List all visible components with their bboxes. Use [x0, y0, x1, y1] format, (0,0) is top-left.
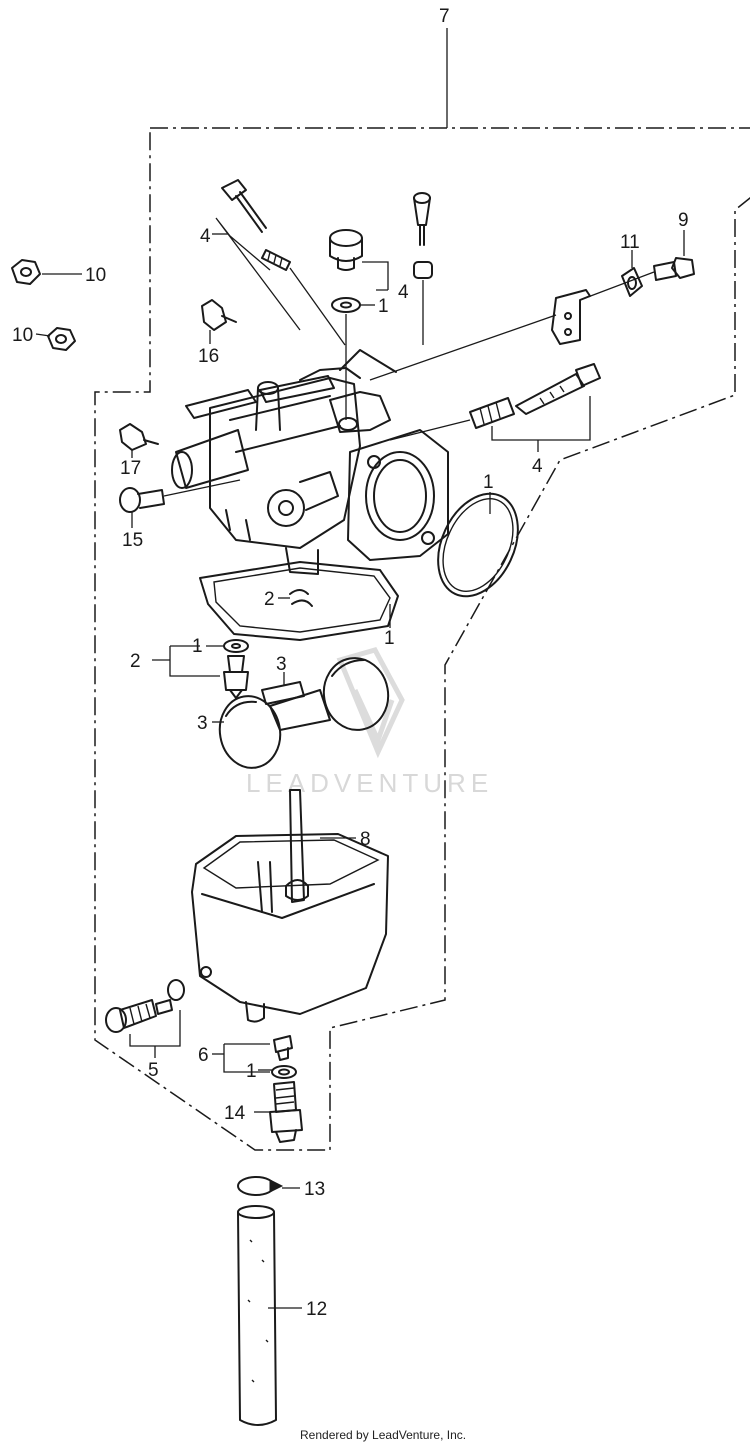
part-15-screw: [119, 487, 165, 513]
cap-washer: [331, 297, 361, 313]
bracket-4-spring: [491, 396, 591, 441]
callout-4-jet: 4: [200, 226, 211, 247]
callout-7: 7: [439, 6, 450, 27]
drain-screw: [105, 979, 185, 1033]
callout-4-cap: 4: [398, 282, 409, 303]
nut-10-upper: [11, 259, 41, 285]
hose-clamp: [237, 1176, 284, 1196]
mixture-screw: [469, 363, 601, 429]
float-valve-seat: [223, 655, 249, 699]
callout-10-lower: 10: [12, 325, 33, 346]
callout-5: 5: [148, 1060, 159, 1081]
bracket-6: [223, 1043, 270, 1073]
callout-6: 6: [198, 1045, 209, 1066]
float-assembly: [218, 657, 390, 769]
callout-12: 12: [306, 1299, 327, 1320]
bolt-9: [653, 257, 695, 281]
float-chamber: [191, 789, 389, 1023]
callout-9: 9: [678, 210, 689, 231]
float-valve-washer: [223, 639, 249, 653]
leader-10-lower: [35, 333, 51, 337]
bracket-4-jet: [215, 217, 301, 331]
choke-bracket: [551, 289, 591, 345]
main-jet-washer: [271, 1065, 297, 1079]
float-clip: [289, 589, 313, 607]
lock-washer-11: [621, 267, 643, 297]
carburetor-body: [171, 349, 449, 575]
callout-4-spring: 4: [532, 456, 543, 477]
callout-3-pin: 3: [276, 654, 287, 675]
leader-jet-to-body: [289, 267, 346, 346]
callout-14: 14: [224, 1103, 246, 1124]
leader-spring-to-body: [389, 419, 471, 441]
leadventure-watermark: LEADVENTURE: [246, 647, 493, 798]
callout-17: 17: [120, 458, 141, 479]
float-chamber-gasket: [199, 561, 399, 641]
callout-13: 13: [304, 1179, 325, 1200]
rendered-by-credit: Rendered by LeadVenture, Inc.: [300, 1428, 467, 1442]
flange-oring: [437, 492, 519, 598]
main-jet: [273, 1035, 293, 1061]
callout-1-oring: 1: [483, 472, 494, 493]
bracket-2-valve: [169, 645, 220, 677]
callout-1-washer: 1: [192, 636, 203, 657]
watermark-text: LEADVENTURE: [246, 768, 493, 798]
leadventure-logo: [336, 647, 405, 759]
part-17-fitting: [119, 423, 159, 451]
bracket-4-cap: [362, 261, 389, 291]
callout-16: 16: [198, 346, 219, 367]
callout-15: 15: [122, 530, 143, 551]
cap-screw: [329, 229, 363, 271]
callout-1-lower: 1: [246, 1061, 257, 1082]
pilot-jet-screw: [221, 179, 291, 271]
callout-2-valve: 2: [130, 651, 141, 672]
leader-bolt-axis: [579, 271, 655, 301]
callout-3-float: 3: [197, 713, 208, 734]
assembly-boundary: [94, 127, 750, 1151]
callout-1-gasket: 1: [384, 628, 395, 649]
callout-8: 8: [360, 829, 371, 850]
callout-10-upper: 10: [85, 265, 106, 286]
callout-2-clip: 2: [264, 589, 275, 610]
throttle-stop-screw: [413, 192, 433, 279]
callout-11: 11: [620, 232, 640, 253]
leader-bracket-to-body: [369, 314, 557, 381]
part-16-fitting: [201, 299, 237, 331]
nut-10-lower: [47, 327, 76, 351]
fuel-tube: [237, 1205, 277, 1426]
leader-15-axis: [163, 479, 241, 497]
callout-1-cap: 1: [378, 296, 389, 317]
main-nozzle: [269, 1081, 303, 1143]
